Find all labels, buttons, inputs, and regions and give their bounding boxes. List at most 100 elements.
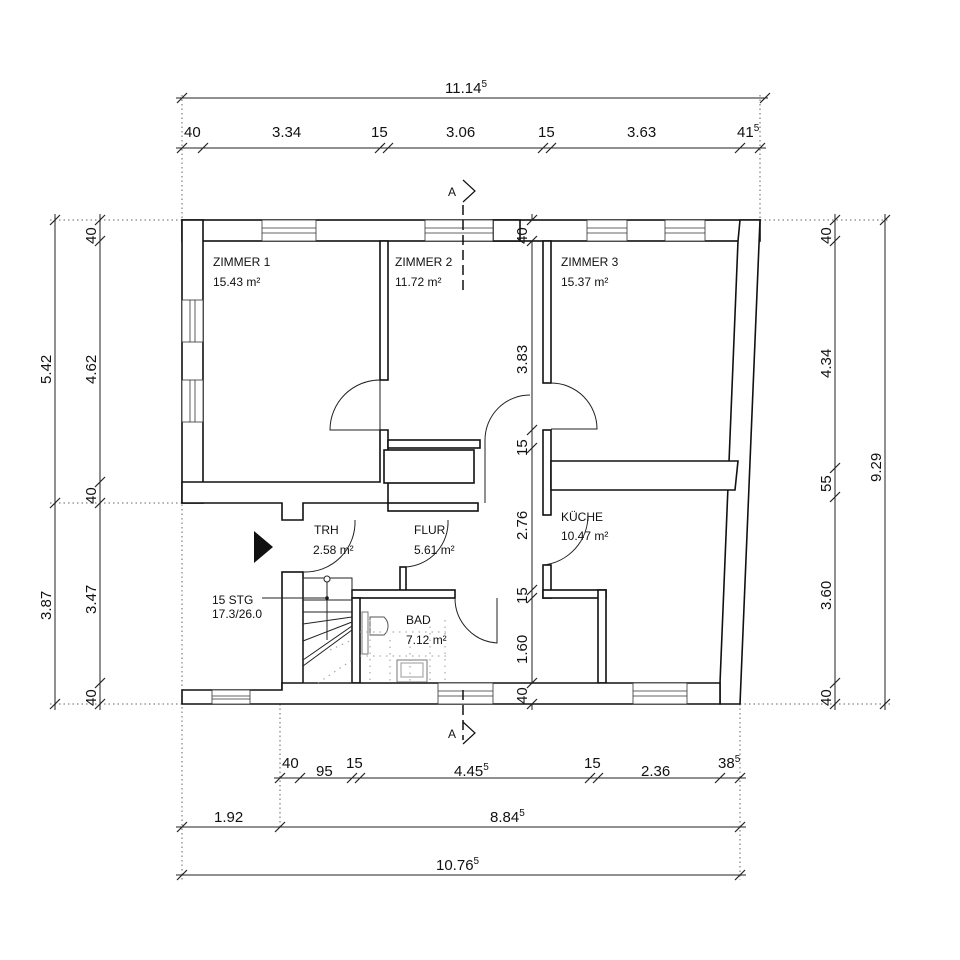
dimension-tick [879,698,891,710]
dimension-tick [526,442,538,454]
dimension-tick [829,677,841,689]
dim-top: 15 [371,124,388,141]
dim-bottom-middle: 1.92 [214,809,243,826]
dimension-tick [592,772,604,784]
dim-bottom: 4.455 [454,762,489,780]
stair-start-icon [323,575,331,583]
dimension-tick [294,772,306,784]
window [632,682,688,705]
dimension-tick [829,491,841,503]
dim-top: 15 [538,124,555,141]
dim-top: 415 [737,123,760,141]
dimension-tick [526,424,538,436]
wall-bad-top [351,589,456,599]
dimension-tick [94,235,106,247]
dim-top-overall: 11.145 [445,79,487,97]
room-labels: ZIMMER 1 15.43 m² ZIMMER 2 11.72 m² ZIMM… [212,255,619,647]
window [261,219,317,242]
dimension-tick [94,214,106,226]
dim-left-inner: 40 [83,227,100,244]
window [181,379,204,423]
walls [181,219,761,705]
section-arrow-icon [462,179,476,203]
door-bad [454,597,498,644]
dim-right-inner: 3.60 [818,581,835,610]
dimension-tick [49,497,61,509]
stair [262,575,353,684]
dimension-tick [734,821,746,833]
dim-top: 40 [184,124,201,141]
wall-flur-stub [399,566,407,593]
window [211,689,251,705]
dimension-tick [197,142,209,154]
section-line: A A [448,179,476,745]
dim-bottom: 15 [346,755,363,772]
dim-left-inner: 40 [83,487,100,504]
stair-steps: 15 STG [212,593,253,607]
wall-flur-top [387,502,479,512]
door-zimmer1 [329,379,381,431]
dim-bottom-middle: 8.845 [490,808,525,826]
dim-interior: 15 [514,587,531,604]
window [424,219,494,242]
dimension-tick [346,772,358,784]
dimension-tick [274,772,286,784]
wall-zimmer1-bottom [181,429,389,521]
dim-left-outer: 3.87 [38,591,55,620]
room-name: ZIMMER 1 [213,255,271,269]
room-area: 7.12 m² [406,633,447,647]
dimension-tick [829,462,841,474]
wall-z2-bottom [387,439,481,449]
stair-ratio: 17.3/26.0 [212,607,262,621]
wall-kueche-bottom [542,589,607,599]
door-zimmer3 [550,382,598,430]
window [181,299,204,343]
dimension-tick [274,821,286,833]
dim-right-inner: 55 [818,475,835,492]
dimension-tick [545,142,557,154]
windows [181,219,706,705]
wall-z2-z3-upper [542,240,552,384]
dimension-tick [176,142,188,154]
dimension-tick [354,772,366,784]
dim-bottom: 95 [316,763,333,780]
dim-right-inner: 4.34 [818,349,835,378]
dimension-tick [734,142,746,154]
door-kueche [542,514,589,566]
dimension-tick [829,698,841,710]
window [437,682,494,705]
dimension-tick [829,235,841,247]
room-name: ZIMMER 2 [395,255,453,269]
dimension-tick [526,584,538,596]
dimension-tick [537,142,549,154]
dimension-labels: 11.145 40 3.34 15 3.06 15 3.63 415 5.42 … [38,79,885,874]
wall-z3-kueche [550,460,739,491]
dimension-ticks [49,142,891,881]
door-trh [302,519,356,573]
room-name: BAD [406,613,431,627]
dimension-lines [54,92,886,876]
room-name: TRH [314,523,339,537]
wall-stair-left [281,571,304,691]
toilet-tank [361,611,369,655]
dimension-tick [94,677,106,689]
dim-top: 3.63 [627,124,656,141]
dimension-tick [526,698,538,710]
toilet-icon [369,616,389,636]
room-name: ZIMMER 3 [561,255,619,269]
dimension-tick [94,698,106,710]
dim-bottom: 385 [718,754,741,772]
dimension-tick [714,772,726,784]
section-label-bottom: A [448,727,456,741]
room-area: 10.47 m² [561,529,608,543]
dimension-tick [734,869,746,881]
dim-interior: 40 [514,687,531,704]
dimension-tick [374,142,386,154]
dim-interior: 2.76 [514,511,531,540]
dimension-tick [584,772,596,784]
dim-interior: 3.83 [514,345,531,374]
wall-store-right [597,589,607,684]
room-area: 11.72 m² [395,275,441,289]
dimension-tick [754,142,766,154]
